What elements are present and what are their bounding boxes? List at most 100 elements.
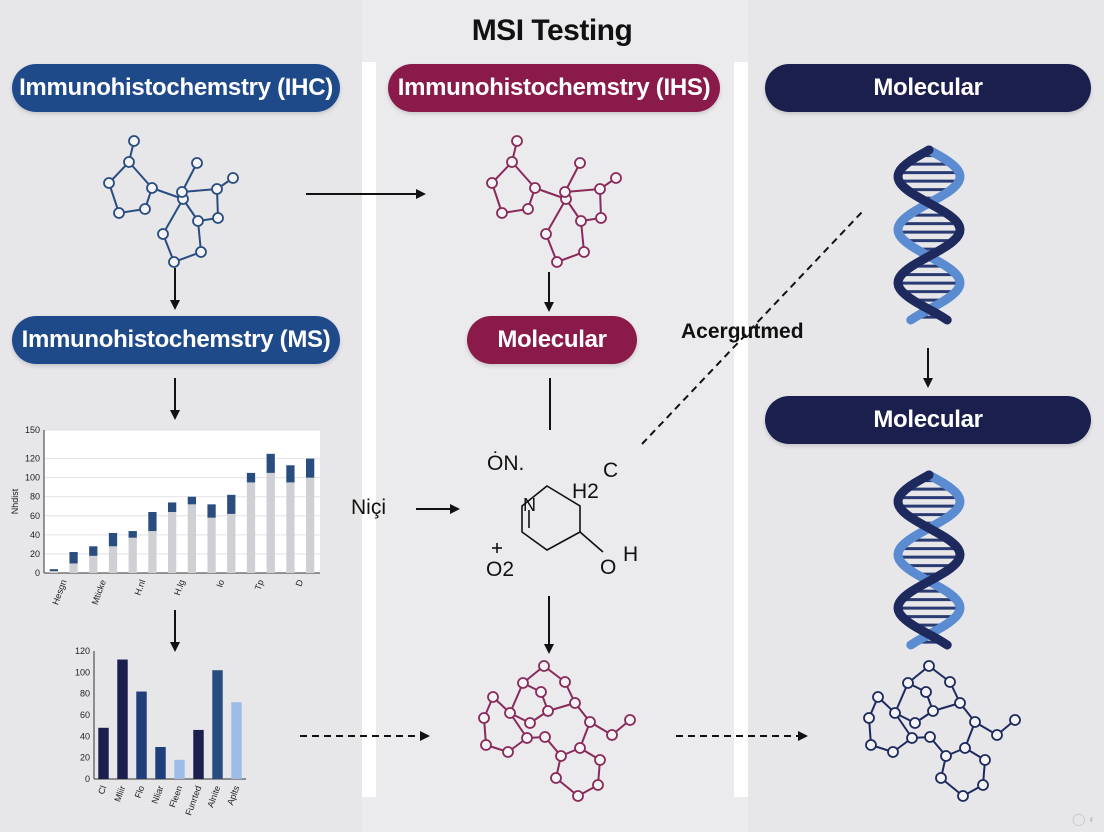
molecule-atom (865, 739, 877, 751)
flow-arrows (170, 189, 933, 654)
molecule-bond (162, 198, 184, 235)
molecule-atom (542, 705, 554, 717)
molecule-atom (538, 660, 550, 672)
column-2-background (376, 0, 734, 832)
molecule-atom (192, 215, 204, 227)
chart-bar (108, 546, 118, 573)
ms-pill: Immunohistochemstry (MS) (12, 316, 340, 364)
chart-x-tick-label: Mticke (90, 578, 108, 606)
chart-bar (89, 546, 98, 556)
molecule-atom (575, 215, 587, 227)
o-label: O (600, 556, 617, 579)
chart-bar (246, 472, 256, 483)
chart-bar (117, 659, 128, 779)
molecule-atom (594, 754, 606, 766)
molecule-atom (957, 790, 969, 802)
chart-bar (128, 537, 137, 573)
molecule-atom (502, 746, 514, 758)
o2-label: O2 (486, 558, 515, 581)
molecule-atom (610, 172, 622, 184)
h-label: H (623, 543, 639, 566)
chart-x-tick-label: Cl (96, 784, 108, 795)
molecule-atom (157, 228, 169, 240)
column-divider-left (362, 62, 376, 797)
chart-bar (286, 465, 295, 483)
dna-helix-icon-bottom (893, 470, 965, 650)
diagram-title: MSI Testing (471, 14, 633, 47)
chart-bar (187, 504, 196, 573)
molecule-atom (555, 750, 567, 762)
molecule-atom (535, 686, 547, 698)
molecule-atom (969, 716, 981, 728)
chart-y-tick-label: 20 (80, 753, 90, 763)
molecule-atom (559, 186, 571, 198)
chart-y-tick-label: 60 (30, 511, 40, 521)
chart-y-tick-label: 120 (75, 646, 90, 656)
chart-bar (187, 496, 196, 505)
molecule-atom (1009, 714, 1021, 726)
molecule-atom (940, 750, 952, 762)
molecule-atom (486, 177, 498, 189)
chart-bar (128, 531, 137, 538)
chart-bar (246, 482, 256, 573)
chart-bar (136, 691, 147, 779)
molecule-atom (551, 256, 563, 268)
molecule-icon-bottom-right (863, 660, 1021, 802)
molecule-atom (872, 691, 884, 703)
chart-x-tick-label: Aplts (225, 784, 241, 807)
molecular-pill-middle: Molecular (467, 316, 637, 364)
molecule-atom (506, 156, 518, 168)
molecule-atom (578, 246, 590, 258)
chart-bar (207, 504, 216, 518)
chart-plot-area (94, 651, 246, 779)
chart-x-tick-label: Funrted (183, 784, 203, 817)
molecule-atom (146, 182, 158, 194)
molecule-atom (935, 772, 947, 784)
molecule-atom (592, 779, 604, 791)
molecule-atom (606, 729, 618, 741)
chart-x-tick-label: Mliir (112, 784, 127, 803)
molecule-atom (504, 707, 516, 719)
dna-strand (893, 470, 965, 650)
molecule-atom (529, 182, 541, 194)
ihs-pill: Immunohistochemstry (IHS) (388, 64, 720, 112)
molecule-atom (624, 714, 636, 726)
chart-plot-area (44, 430, 320, 573)
chart-bar (306, 458, 315, 478)
chart-y-tick-label: 80 (80, 689, 90, 699)
molecule-icon-bottom-center (478, 660, 636, 802)
molecule-atom (195, 246, 207, 258)
molecule-icon-col2 (486, 135, 622, 268)
chart-bar (168, 511, 177, 573)
molecule-atom (574, 157, 586, 169)
molecule-atom (511, 135, 523, 147)
molecule-atom (944, 676, 956, 688)
chart-y-tick-label: 100 (75, 667, 90, 677)
chart-bar (69, 552, 78, 564)
molecule-atom (496, 207, 508, 219)
chart-y-tick-label: 40 (30, 530, 40, 540)
ihc-pill: Immunohistochemstry (IHC) (12, 64, 340, 112)
molecule-atom (539, 731, 551, 743)
chart-bar (227, 494, 236, 514)
chart-bar (193, 729, 204, 779)
molecule-atom (909, 717, 921, 729)
molecule-atom (103, 177, 115, 189)
molecule-atom (123, 156, 135, 168)
chart-x-tick-label: Flo (133, 784, 147, 799)
chart-bar (266, 453, 275, 473)
molecule-bond (545, 198, 567, 235)
chart-bar (155, 747, 166, 779)
chart-bar (231, 702, 242, 779)
molecule-atom (517, 677, 529, 689)
chart-x-tick-label: Alnite (205, 784, 222, 809)
chart-x-tick-label: Tp (253, 578, 266, 591)
chart-bar (148, 531, 157, 573)
molecule-atom (128, 135, 140, 147)
chart-y-tick-label: 100 (25, 473, 40, 483)
column-1-background (0, 0, 362, 832)
molecule-atom (212, 212, 224, 224)
dashed-line-to-dna (641, 211, 863, 445)
molecule-atom (889, 707, 901, 719)
molecule-atom (887, 746, 899, 758)
